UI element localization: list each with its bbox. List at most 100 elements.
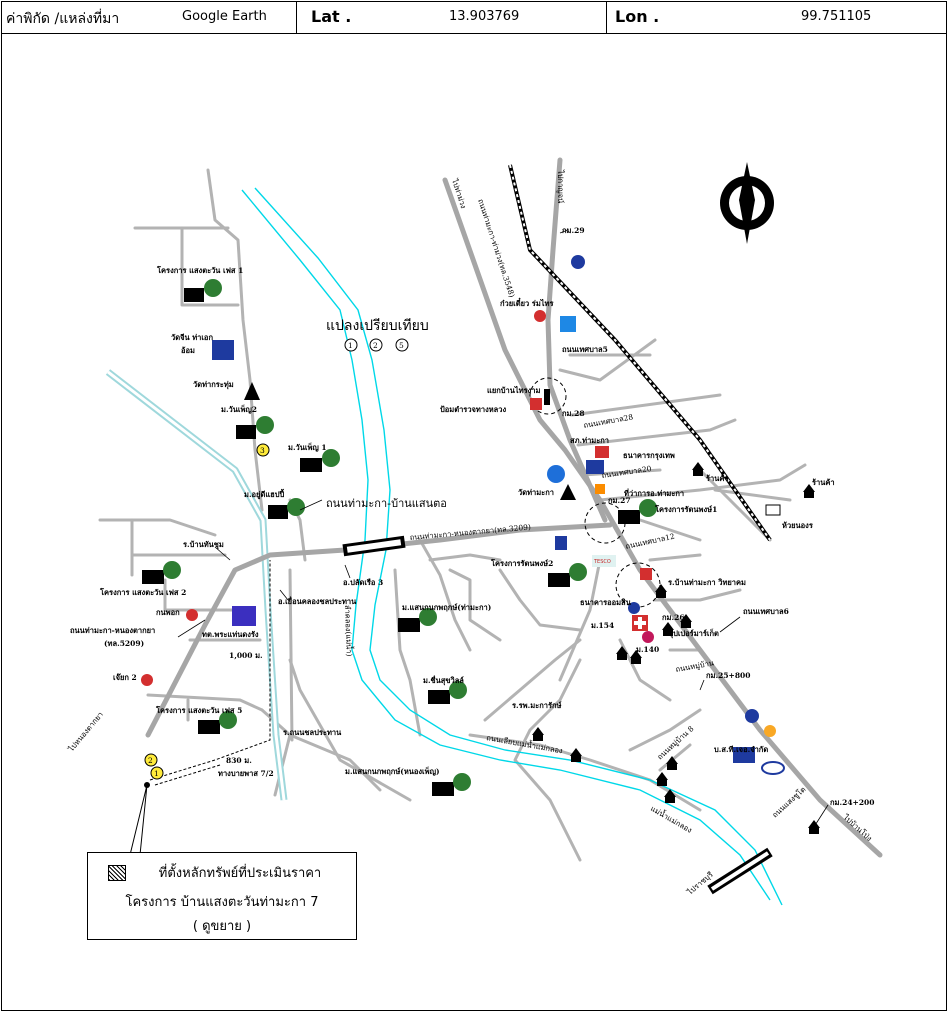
label-road-riverside: ถนนเลียบแม่น้ำแม่กลอง <box>486 732 564 755</box>
label-road-b: ร.ถนนชลประทาน <box>283 728 342 737</box>
label-km-26: กม.26 <box>662 613 685 622</box>
building-icon <box>733 747 755 763</box>
label-road-3209: ถนนท่ามะกา-หนองตากยา(ทล.3209) <box>409 522 531 542</box>
fuel-icon <box>745 709 759 723</box>
north-icon: N <box>743 200 751 210</box>
home-icon <box>803 484 815 498</box>
map-labels: โครงการ แสงตะวัน เฟส 1 วัดจีน ท่าเอก อ้อ… <box>66 169 874 897</box>
home-icon <box>656 772 668 786</box>
home-icon <box>655 584 667 598</box>
hatch-icon <box>108 865 126 881</box>
label-road-12: ถนนเทศบาล12 <box>625 532 676 551</box>
label-km-25: กม.25+800 <box>706 671 750 680</box>
label-supermarket: ซุปเปอร์มาร์เก็ต <box>668 628 719 638</box>
marker-3: 3 <box>260 446 265 455</box>
label-school-thamaka: ร.บ้านท่ามะกา วิทยาคม <box>668 578 746 587</box>
hospital-icon-2 <box>640 568 652 580</box>
source-label: ค่าพิกัด /แหล่งที่มา <box>6 11 120 27</box>
building-icon <box>586 460 604 474</box>
legend-title: ที่ตั้งหลักทรัพย์ที่ประเมินราคา <box>158 866 322 881</box>
label-bank: ธนาคารกรุงเทพ <box>623 451 675 460</box>
house-icon <box>236 416 274 439</box>
label-road-28: ถนนเทศบาล28 <box>583 412 634 430</box>
label-moo-6: ม.แสนกนกพฤกษ์(หนองเพ็ญ) <box>345 766 440 776</box>
plot-number-2: 2 <box>373 341 378 350</box>
home-icon <box>666 756 678 770</box>
label-district-office: ที่ว่าการอ.ท่ามะกา <box>624 487 684 498</box>
label-river-2: แม่น้ำแม่กลอง <box>649 803 694 835</box>
house-icon <box>268 498 305 519</box>
house-icon <box>398 608 437 632</box>
label-moo-1: ม.วันเพ็ญ2 <box>221 404 257 414</box>
coordinate-header: ค่าพิกัด /แหล่งที่มา Google Earth Lat . … <box>1 1 947 34</box>
longitude-cell: Lon . 99.751105 <box>607 2 947 33</box>
longitude-label: Lon . <box>615 7 660 26</box>
house-icon <box>618 499 657 524</box>
label-project-rattana-2: โครงการรัตนพงษ์2 <box>490 558 553 568</box>
label-road-saeng: ถนนแสงชูโต <box>770 785 807 820</box>
house-icon <box>184 279 222 302</box>
comparison-title: แปลงเปรียบเทียบ <box>326 318 429 334</box>
label-road-6: ถนนเทศบาล6 <box>743 607 789 616</box>
label-road-main: ถนนท่ามะกา-บ้านแสนตอ <box>326 497 447 510</box>
restaurant-icon <box>534 310 546 322</box>
label-distance-1000: 1,000 ม. <box>229 651 263 660</box>
nong-yai-box <box>765 504 781 516</box>
label-bridge: อ.ปลัดเรือ 3 <box>343 578 383 587</box>
label-wat-2: วัดท่ากระทุ่ม <box>193 380 234 389</box>
label-project-phase-1: โครงการ แสงตะวัน เฟส 1 <box>156 265 243 275</box>
traffic-light-icon <box>544 389 550 405</box>
bank-icon <box>560 316 576 332</box>
latitude-cell: Lat . 13.903769 <box>297 2 607 33</box>
temple-icon <box>560 484 576 500</box>
subject-route <box>149 560 271 786</box>
label-road-5: ถนนเทศบาล5 <box>562 345 608 354</box>
police-icon <box>547 465 565 483</box>
label-company: บ.ส.ที.เจอ.จำกัด <box>714 745 768 754</box>
legend-zoom-note: ( ดูขยาย ) <box>192 919 252 934</box>
legend-project: โครงการ บ้านแสงตะวันท่ามะกา 7 <box>125 895 319 910</box>
label-km-29: กม.29 <box>562 226 585 235</box>
marker-1: 1 <box>154 769 159 778</box>
plot-number-1: 1 <box>348 341 353 350</box>
label-canal-road: อ.เยื่อนคลองชลประทาน <box>278 595 357 606</box>
building-icon <box>232 606 256 626</box>
label-nong-yai: ห้วยนองร <box>782 521 814 530</box>
label-moo-5: ม.ชื่นสุขวิลล์ <box>423 674 464 685</box>
label-police-station: ป้อมตำรวจทางหลวง <box>440 405 506 414</box>
home-icon <box>680 614 692 628</box>
fuel-icon <box>764 725 776 737</box>
house-icon <box>300 449 340 472</box>
temple-icon <box>244 382 260 400</box>
latitude-value: 13.903769 <box>449 9 520 24</box>
house-icon <box>142 561 181 584</box>
home-icon <box>692 462 704 476</box>
label-to-ratchaburi: ไปราชบุรี <box>685 870 715 897</box>
police-box-icon <box>530 398 542 410</box>
home-icon <box>616 646 628 660</box>
circle-sign-icon <box>642 631 654 643</box>
post-office-icon <box>595 446 609 458</box>
fuel-icon <box>628 602 640 614</box>
label-intersection: แยกบ้านไทรงาม <box>487 385 540 395</box>
shop-icon <box>595 484 605 494</box>
longitude-value: 99.751105 <box>801 9 872 24</box>
label-moo-2: ม.วันเพ็ญ 1 <box>288 442 327 452</box>
label-police-tk: สภ.ท่ามะกา <box>570 436 609 445</box>
bridges <box>342 535 773 895</box>
north-compass: N <box>720 162 774 244</box>
label-project-rattana-1: โครงการรัตนพงษ์1 <box>654 504 717 514</box>
label-wat-thamaka: วัดท่ามะกา <box>518 488 554 497</box>
fuel-icon <box>761 761 785 775</box>
source-value: Google Earth <box>182 9 267 24</box>
label-ban-1: ร.บ้านทันชุม <box>183 540 224 549</box>
label-project-phase-5: โครงการ แสงตะวัน เฟส 5 <box>155 705 242 715</box>
label-shop-2: ร้านค้า <box>812 478 835 487</box>
label-shop-noodle: ก๋วยเตี๋ยว ร่มไทร <box>500 298 554 308</box>
railway <box>508 164 772 542</box>
label-to-nong: ไปหนองตากยา <box>66 710 105 754</box>
source-cell: ค่าพิกัด /แหล่งที่มา Google Earth <box>2 2 297 33</box>
label-road-5209: ถนนท่ามะกา-หนองตากยา <box>70 626 155 635</box>
house-icon <box>428 681 467 704</box>
